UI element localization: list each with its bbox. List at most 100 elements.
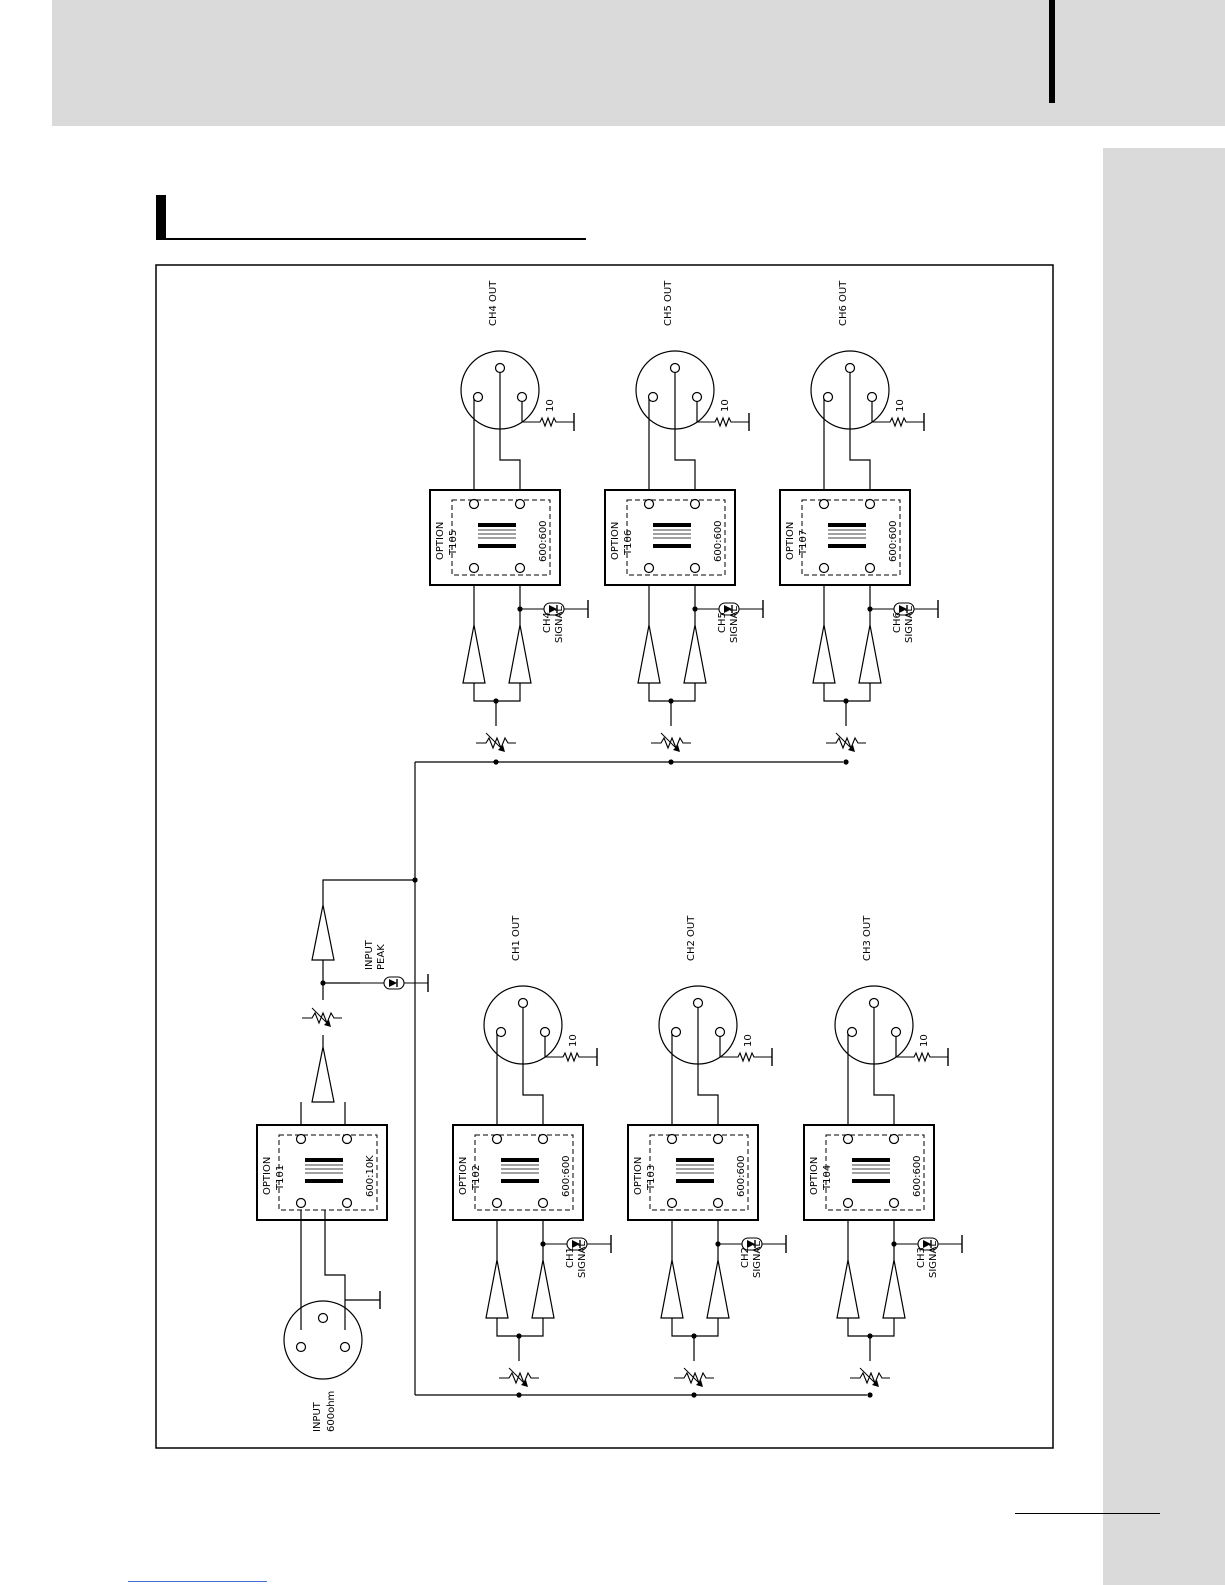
transformer-ratio-label: 600:10K	[365, 1155, 376, 1197]
junction-dot	[320, 980, 325, 985]
transformer-ratio-label: 600:600	[561, 1155, 572, 1197]
input-peak-led	[360, 974, 428, 992]
transformer-option-label: OPTION	[262, 1157, 273, 1195]
signal-wires	[301, 368, 896, 1395]
channel-out-label: CH2 OUT	[686, 915, 697, 961]
wire	[649, 683, 695, 701]
channel-out-label: CH3 OUT	[862, 915, 873, 961]
channel-6: CH6 OUT 10OPTIONT107 600:600CH6SIGNAL	[780, 280, 938, 752]
channel-amplifier-a	[813, 625, 835, 683]
channel-level-control	[476, 733, 516, 752]
transformer-ref-label: T104	[822, 1165, 833, 1191]
resistor-value-label: 10	[919, 1034, 930, 1047]
channel-amplifier-b	[707, 1260, 729, 1318]
transformer-ref-label: T102	[471, 1165, 482, 1191]
channel-signal-label-2: SIGNAL	[752, 1241, 763, 1278]
channel-amplifier-a	[638, 625, 660, 683]
channel-signal-label-2: SIGNAL	[554, 606, 565, 643]
junction-dot	[668, 759, 673, 764]
resistor-value-label: 10	[895, 399, 906, 412]
junction-dot	[493, 698, 498, 703]
channel-signal-label: CH1	[565, 1247, 576, 1268]
channel-amplifier-b	[859, 625, 881, 683]
channel-4: CH4 OUT 10OPTIONT105600:600CH4SIGNAL	[430, 280, 588, 752]
channel-amplifier-b	[509, 625, 531, 683]
channel-level-control	[826, 733, 866, 752]
channel-level-control	[850, 1368, 890, 1387]
channel-5: CH5 OUT 10OPTIONT106 600:600CH5SIGNAL	[605, 280, 763, 752]
transformer-option-label: OPTION	[785, 522, 796, 560]
wire	[474, 683, 520, 701]
junction-dot	[412, 877, 417, 882]
channel-signal-label: CH5	[717, 612, 728, 633]
channel-level-control	[651, 733, 691, 752]
channel-amplifier-b	[684, 625, 706, 683]
channel-signal-label: CH2	[740, 1247, 751, 1268]
channel-signal-label-2: SIGNAL	[904, 606, 915, 643]
channel-out-label: CH5 OUT	[663, 280, 674, 326]
components: INPUT600ohmOPTIONT101600:10KINPUTPEAKCH1…	[257, 280, 962, 1432]
transformer-ratio-label: 600:600	[713, 520, 724, 562]
channel-amplifier-a	[463, 625, 485, 683]
input-peak-label: INPUT	[364, 939, 375, 970]
transformer-option-label: OPTION	[633, 1157, 644, 1195]
diagram-frame	[156, 265, 1053, 1448]
resistor-value-label: 10	[720, 399, 731, 412]
transformer-ratio-label: 600:600	[736, 1155, 747, 1197]
input-peak-label-2: PEAK	[376, 944, 387, 970]
channel-signal-label: CH6	[892, 612, 903, 633]
junction-dot	[691, 1333, 696, 1338]
input-gain-control	[302, 1008, 342, 1027]
channel-out-label: CH1 OUT	[511, 915, 522, 961]
transformer-ref-label: T105	[448, 530, 459, 556]
transformer-ratio-label: 600:600	[888, 520, 899, 562]
transformer-ref-label: T106	[623, 530, 634, 556]
junction-dot	[843, 759, 848, 764]
transformer-option-label: OPTION	[809, 1157, 820, 1195]
junction-dot	[668, 698, 673, 703]
junction-dot	[867, 1392, 872, 1397]
resistor-value-label: 10	[545, 399, 556, 412]
channel-amplifier-a	[837, 1260, 859, 1318]
transformer-option-label: OPTION	[435, 522, 446, 560]
junction-dots	[320, 606, 896, 1397]
line-amplifier	[312, 905, 334, 960]
junction-dot	[516, 1333, 521, 1338]
channel-signal-label: CH3	[916, 1247, 927, 1268]
junction-dot	[493, 759, 498, 764]
channel-out-label: CH6 OUT	[838, 280, 849, 326]
resistor-value-label: 10	[743, 1034, 754, 1047]
channel-signal-label-2: SIGNAL	[577, 1241, 588, 1278]
transformer-ref-label: T107	[798, 530, 809, 556]
wire	[497, 1318, 543, 1336]
channel-amplifier-a	[486, 1260, 508, 1318]
transformer-ref-label: T101	[275, 1165, 286, 1191]
input-label: INPUT	[312, 1401, 323, 1432]
wire	[848, 1318, 894, 1336]
transformer-option-label: OPTION	[610, 522, 621, 560]
channel-level-control	[674, 1368, 714, 1387]
channel-out-label: CH4 OUT	[488, 280, 499, 326]
resistor-value-label: 10	[568, 1034, 579, 1047]
channel-signal-label-2: SIGNAL	[729, 606, 740, 643]
input-amplifier	[312, 1047, 334, 1102]
channel-level-control	[499, 1368, 539, 1387]
channel-signal-label-2: SIGNAL	[928, 1241, 939, 1278]
transformer-ref-label: T103	[646, 1165, 657, 1191]
junction-dot	[516, 1392, 521, 1397]
channel-signal-label: CH4	[542, 612, 553, 633]
transformer-option-label: OPTION	[458, 1157, 469, 1195]
input-impedance-label: 600ohm	[326, 1391, 337, 1432]
channel-amplifier-a	[661, 1260, 683, 1318]
